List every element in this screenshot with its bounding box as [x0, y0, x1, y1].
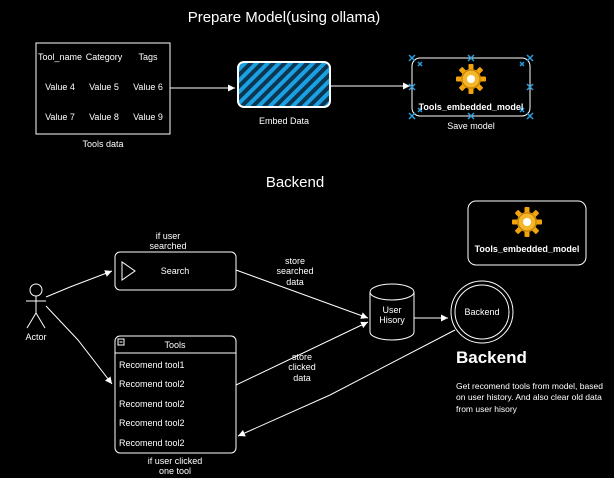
- tools-list-block[interactable]: [114, 335, 237, 454]
- search-label: Search: [160, 266, 190, 276]
- backend-heading: Backend: [456, 348, 527, 367]
- tools-data-table: [35, 42, 171, 135]
- backend-model-name: Tools_embedded_model: [474, 244, 580, 254]
- table-header-category: Category: [85, 52, 123, 62]
- user-history-database[interactable]: [369, 283, 415, 341]
- edge-label-clicked: if user clicked one tool: [147, 456, 203, 477]
- gear-icon: [511, 206, 543, 238]
- list-item[interactable]: Recomend tool2: [119, 379, 185, 389]
- table-cell: Value 7: [45, 112, 75, 122]
- table-cell: Value 8: [89, 112, 119, 122]
- play-icon: [121, 261, 136, 281]
- backend-node[interactable]: [450, 280, 514, 344]
- embed-data-caption: Embed Data: [258, 116, 310, 126]
- embed-data-block[interactable]: [237, 61, 331, 108]
- selection-handles: [408, 54, 534, 120]
- search-block[interactable]: [114, 251, 237, 291]
- tools-data-caption: Tools data: [82, 139, 124, 149]
- table-cell: Value 6: [133, 82, 163, 92]
- table-cell: Value 4: [45, 82, 75, 92]
- edge-search-to-history: [235, 269, 369, 319]
- backend-node-label: Backend: [464, 307, 500, 317]
- table-header-tool-name: Tool_name: [37, 52, 83, 62]
- edge-actor-to-search: [45, 270, 113, 298]
- tools-list-title: Tools: [164, 340, 186, 350]
- edge-tools-to-history: [235, 321, 369, 386]
- table-cell: Value 5: [89, 82, 119, 92]
- edge-backend-to-tools: [237, 329, 456, 437]
- save-model-caption: Save model: [447, 121, 495, 131]
- table-cell: Value 9: [133, 112, 163, 122]
- actor-figure[interactable]: [26, 283, 46, 329]
- edge-actor-to-tools: [45, 305, 113, 385]
- list-item[interactable]: Recomend tool1: [119, 360, 185, 370]
- edge-label-searched: if user searched: [149, 231, 187, 252]
- edge-label-store-clicked: store clicked data: [288, 352, 316, 383]
- backend-description: Get recomend tools from model, based on …: [456, 381, 603, 414]
- prepare-model-title: Prepare Model(using ollama): [187, 9, 381, 26]
- backend-section-title: Backend: [265, 174, 325, 191]
- list-item[interactable]: Recomend tool2: [119, 438, 185, 448]
- list-item[interactable]: Recomend tool2: [119, 418, 185, 428]
- table-header-tags: Tags: [138, 52, 158, 62]
- actor-label: Actor: [25, 332, 47, 342]
- list-item[interactable]: Recomend tool2: [119, 399, 185, 409]
- gear-icon: [455, 63, 487, 95]
- user-history-label: User Hisory: [379, 305, 405, 326]
- saved-model-name: Tools_embedded_model: [418, 102, 524, 112]
- edge-label-store-searched: store searched data: [276, 256, 314, 287]
